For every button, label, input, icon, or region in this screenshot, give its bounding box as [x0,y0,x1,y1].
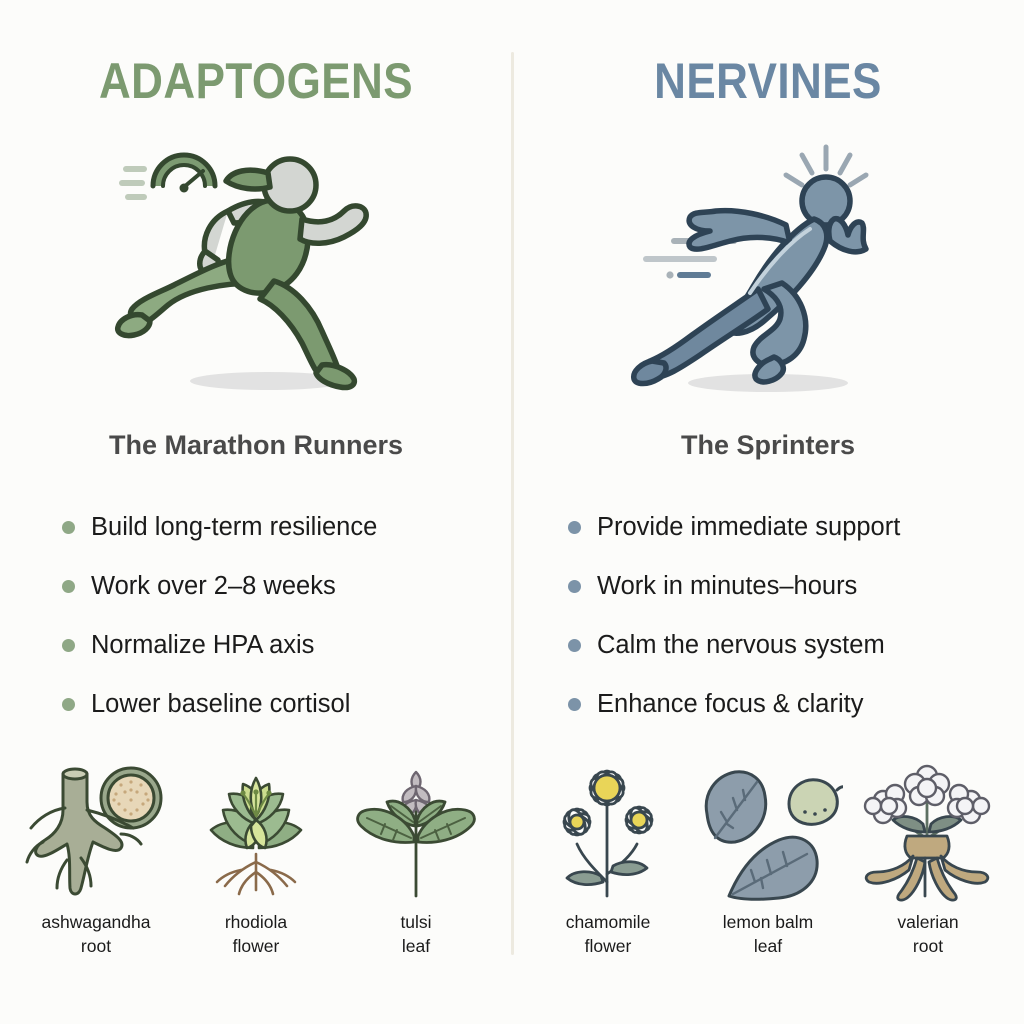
bullet-list-nervines: Provide immediate support Work in minute… [512,498,1024,734]
bullet-label: Lower baseline cortisol [91,689,351,718]
column-divider [511,52,514,955]
herb-caption-line2: flower [232,935,280,956]
bullet-label: Work in minutes–hours [597,571,858,600]
herb-rhodiola: rhodiola flower [176,752,336,958]
chamomile-flower-icon [533,752,683,902]
column-title-adaptogens: ADAPTOGENS [98,53,414,109]
bullet-label: Enhance focus & clarity [597,689,864,718]
column-nervines: NERVINES [512,0,1024,1024]
list-item: Build long-term resilience [0,498,512,557]
list-item: Work over 2–8 weeks [0,557,512,616]
herb-caption: tulsi leaf [400,911,431,958]
herb-caption: chamomile flower [566,911,651,958]
bullet-dot [62,698,75,711]
herb-lemon-balm: lemon balm leaf [688,752,848,958]
bullet-dot [62,580,75,593]
herb-caption-line1: tulsi [400,912,432,932]
herb-caption-line2: root [912,935,944,956]
herb-caption: valerian root [897,911,958,958]
list-item: Lower baseline cortisol [0,675,512,734]
bullet-dot [568,521,581,534]
marathon-runner-figure [0,130,512,405]
herb-tulsi: tulsi leaf [336,752,496,958]
herb-caption-line1: ashwagandha [41,912,151,932]
ashwagandha-root-icon [21,752,171,902]
list-item: Normalize HPA axis [0,616,512,675]
subtitle-adaptogens: The Marathon Runners [108,430,404,460]
herb-caption-line1: rhodiola [224,912,288,932]
herb-caption: lemon balm leaf [723,911,813,958]
bullet-dot [568,639,581,652]
bullet-list-adaptogens: Build long-term resilience Work over 2–8… [0,498,512,734]
herb-caption-line1: lemon balm [722,912,814,932]
herb-row-nervines: chamomile flower [512,752,1024,958]
bullet-dot [62,639,75,652]
bullet-label: Build long-term resilience [91,512,378,541]
bullet-dot [62,521,75,534]
list-item: Work in minutes–hours [512,557,1024,616]
rhodiola-flower-icon [181,752,331,902]
herb-ashwagandha: ashwagandha root [16,752,176,958]
tulsi-leaf-icon [341,752,491,902]
column-adaptogens: ADAPTOGENS [0,53,512,958]
herb-caption: rhodiola flower [225,911,287,958]
bullet-dot [568,580,581,593]
herb-caption-line2: root [80,935,112,956]
herb-chamomile: chamomile flower [528,752,688,958]
bullet-label: Normalize HPA axis [91,630,315,659]
list-item: Enhance focus & clarity [512,675,1024,734]
list-item: Provide immediate support [512,498,1024,557]
herb-valerian: valerian root [848,752,1008,958]
sprinter-figure [512,130,1024,405]
herb-caption-line1: valerian [897,912,959,932]
herb-caption: ashwagandha root [42,911,151,958]
bullet-label: Calm the nervous system [597,630,885,659]
valerian-root-icon [853,752,1003,902]
herb-caption-line1: chamomile [565,912,651,932]
herb-row-adaptogens: ashwagandha root [0,752,512,958]
herb-caption-line2: flower [584,935,632,956]
list-item: Calm the nervous system [512,616,1024,675]
subtitle-nervines: The Sprinters [680,430,856,460]
herb-caption-line2: leaf [401,935,431,956]
column-title-nervines: NERVINES [654,53,882,109]
herb-caption-line2: leaf [753,935,783,956]
bullet-dot [568,698,581,711]
bullet-label: Work over 2–8 weeks [91,571,336,600]
lemon-balm-leaf-icon [693,752,843,902]
bullet-label: Provide immediate support [597,512,901,541]
